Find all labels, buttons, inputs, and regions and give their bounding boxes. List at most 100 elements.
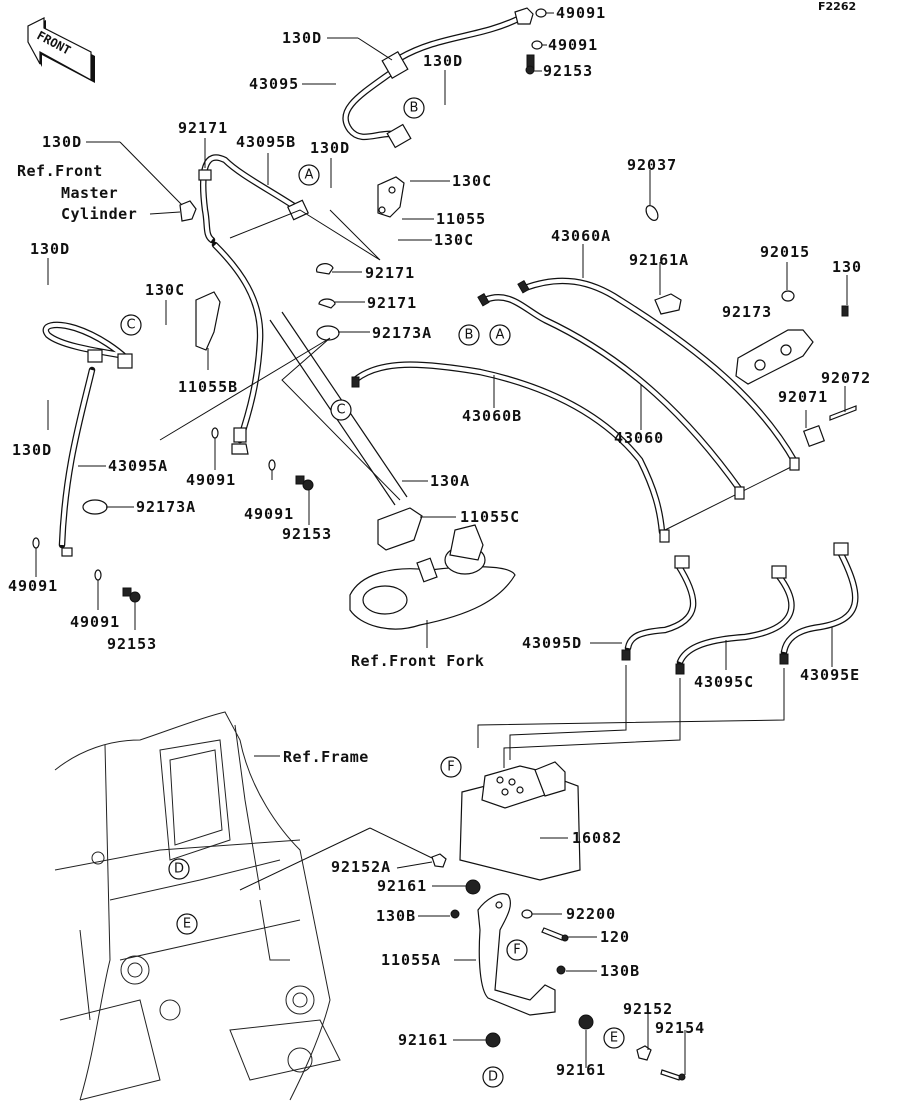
label-130D: 130D [310, 139, 350, 157]
label-49091: 49091 [556, 4, 606, 22]
label-92153: 92153 [543, 62, 593, 80]
clamp-92173A-m [316, 325, 340, 341]
label-11055A: 11055A [381, 951, 441, 969]
pipe-43060B [351, 361, 666, 536]
clamp-92037 [645, 205, 659, 221]
label-92161: 92161 [556, 1061, 606, 1079]
label-92161: 92161 [377, 877, 427, 895]
label-130D: 130D [42, 133, 82, 151]
bolt-130B-2 [556, 965, 566, 975]
label-16082: 16082 [572, 829, 622, 847]
svg-text:D: D [488, 1070, 498, 1085]
svg-text:E: E [610, 1031, 618, 1046]
grommet-92161-1 [465, 879, 481, 895]
callout-a-1: A [298, 164, 320, 186]
clamp-92171-c [318, 298, 336, 309]
label-92152: 92152 [623, 1000, 673, 1018]
svg-text:A: A [496, 328, 505, 343]
bracket-92173 [735, 329, 814, 385]
pipe-43060A [521, 277, 799, 466]
svg-text:B: B [465, 328, 474, 343]
hose-43095 [342, 7, 534, 149]
label-92015: 92015 [760, 243, 810, 261]
label-92161: 92161 [398, 1031, 448, 1049]
label-43095C: 43095C [694, 673, 754, 691]
hose-43095B [199, 154, 310, 244]
label-120: 120 [600, 928, 630, 946]
callout-a-2: A [489, 324, 511, 346]
bolt-92153-l [122, 587, 141, 603]
hose-43095A [42, 321, 133, 557]
label-49091: 49091 [70, 613, 120, 631]
label-43095: 43095 [249, 75, 299, 93]
grommet-92071 [802, 424, 826, 448]
label-49091: 49091 [244, 505, 294, 523]
hose-43095E [779, 542, 859, 665]
collar-92152A [431, 853, 447, 868]
label-43095B: 43095B [236, 133, 296, 151]
clamp-92173A-l [82, 499, 108, 515]
washer-92200 [521, 909, 533, 919]
svg-text:D: D [174, 862, 184, 877]
bolt-130 [841, 305, 849, 317]
abs-unit-16082 [459, 761, 581, 881]
label-43095A: 43095A [108, 457, 168, 475]
callout-d-2: D [482, 1066, 504, 1088]
hose-43095D [621, 555, 697, 661]
svg-text:B: B [410, 101, 419, 116]
label-130B: 130B [600, 962, 640, 980]
label-92173A: 92173A [372, 324, 432, 342]
label-130B: 130B [376, 907, 416, 925]
label-92153: 92153 [107, 635, 157, 653]
label-43060A: 43060A [551, 227, 611, 245]
callout-e-1: E [176, 913, 198, 935]
label-130D: 130D [30, 240, 70, 258]
collar-92015 [781, 290, 795, 302]
label-49091: 49091 [186, 471, 236, 489]
bracket-11055C [377, 507, 423, 551]
ref-master-cylinder-line1: Ref.Front [17, 162, 103, 180]
label-92153: 92153 [282, 525, 332, 543]
bracket-11055 [377, 176, 405, 218]
ref-master-cylinder-line3: Cylinder [61, 205, 137, 223]
callout-c-1: C [120, 314, 142, 336]
hose-43095-middle [211, 241, 264, 455]
label-49091: 49091 [8, 577, 58, 595]
label-92171: 92171 [178, 119, 228, 137]
label-43060B: 43060B [462, 407, 522, 425]
callout-c-2: C [330, 399, 352, 421]
label-92200: 92200 [566, 905, 616, 923]
svg-text:F: F [447, 760, 454, 775]
callout-b-1: B [403, 97, 425, 119]
callout-e-2: E [603, 1027, 625, 1049]
bolt-92154 [660, 1069, 686, 1081]
label-92154: 92154 [655, 1019, 705, 1037]
svg-text:C: C [126, 318, 135, 333]
bolt-92153-m [295, 475, 314, 491]
label-92161A: 92161A [629, 251, 689, 269]
ref-front-fork: Ref.Front Fork [351, 652, 484, 670]
svg-text:A: A [305, 168, 314, 183]
clamp-92171-b [315, 263, 334, 275]
label-92152A: 92152A [331, 858, 391, 876]
grommet-92161-3 [578, 1014, 594, 1030]
hose-43095C [675, 565, 795, 675]
bracket-11055B [195, 291, 221, 351]
collar-92152 [636, 1045, 652, 1061]
master-cylinder-fitting [179, 200, 197, 222]
ref-frame: Ref.Frame [283, 748, 369, 766]
label-92173: 92173 [722, 303, 772, 321]
label-130D: 130D [12, 441, 52, 459]
label-130C: 130C [452, 172, 492, 190]
callout-f-1: F [440, 756, 462, 778]
svg-text:F: F [513, 943, 520, 958]
clamp-92161A [654, 293, 682, 315]
leader-lines [35, 12, 848, 1075]
bracket-11055A [477, 893, 556, 1016]
label-92072: 92072 [821, 369, 871, 387]
front-fork-triple-clamp [349, 524, 516, 630]
grommet-92161-2 [485, 1032, 501, 1048]
label-43060: 43060 [614, 429, 664, 447]
ref-master-cylinder-line2: Master [61, 184, 118, 202]
